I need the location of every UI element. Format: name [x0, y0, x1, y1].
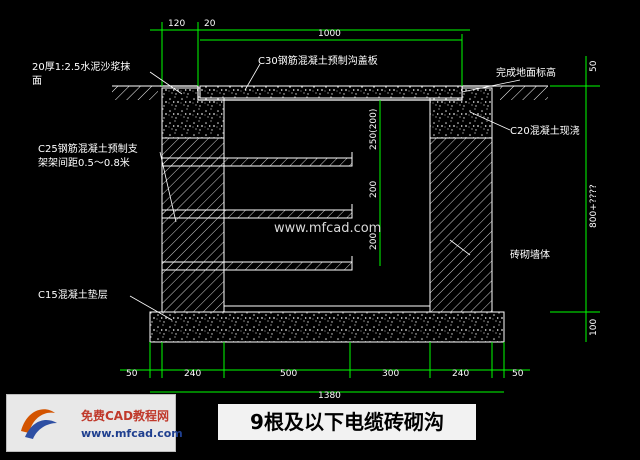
dim-b-300: 300: [382, 369, 399, 379]
dim-b-50-right: 50: [512, 369, 524, 379]
leader-lines: [129, 63, 521, 321]
dim-b-500: 500: [280, 369, 297, 379]
bracket-spacing-label: 架架间距0.5～0.8米: [38, 156, 130, 169]
mortar-label-2: 面: [32, 76, 42, 87]
base-slab: [149, 311, 505, 343]
logo-site-url: www.mfcad.com: [81, 427, 183, 440]
dim-250: 250(200): [369, 109, 379, 150]
dim-b-240-right: 240: [452, 369, 469, 379]
c20-label: C20混凝土现浇: [510, 124, 580, 137]
dim-200-a: 200: [369, 181, 379, 198]
ground-label: 完成地面标高: [496, 66, 556, 79]
cover-plate: [160, 85, 494, 101]
dim-b-240-left: 240: [184, 369, 201, 379]
dim-120: 120: [168, 19, 185, 29]
mortar-label: 20厚1:2.5水泥沙浆抹: [32, 60, 130, 73]
cover-label: C30钢筋混凝土预制沟盖板: [258, 54, 378, 67]
title-banner: 9根及以下电缆砖砌沟: [218, 404, 476, 440]
dim-b-50-left: 50: [126, 369, 138, 379]
watermark: www.mfcad.com: [274, 221, 381, 236]
ground-surface: [112, 85, 548, 100]
wall-label: 砖砌墙体: [510, 248, 550, 261]
dim-right-800: 800+????: [589, 184, 599, 228]
dim-right-50: 50: [589, 60, 599, 72]
dim-20: 20: [204, 19, 216, 29]
site-logo: 免费CAD教程网 www.mfcad.com: [6, 394, 183, 452]
dim-right-100: 100: [589, 319, 599, 336]
bracket-label: C25钢筋混凝土预制支: [38, 142, 138, 155]
trench-cavity: [223, 99, 431, 307]
base-label: C15混凝土垫层: [38, 288, 108, 301]
logo-site-name: 免费CAD教程网: [81, 409, 170, 423]
dim-200-b: 200: [369, 233, 379, 250]
dimension-lines: [120, 22, 600, 393]
swoosh-logo-icon: [21, 409, 57, 439]
drawing-title: 9根及以下电缆砖砌沟: [250, 410, 444, 434]
dim-1000: 1000: [318, 29, 341, 39]
dim-total: 1380: [318, 391, 341, 401]
